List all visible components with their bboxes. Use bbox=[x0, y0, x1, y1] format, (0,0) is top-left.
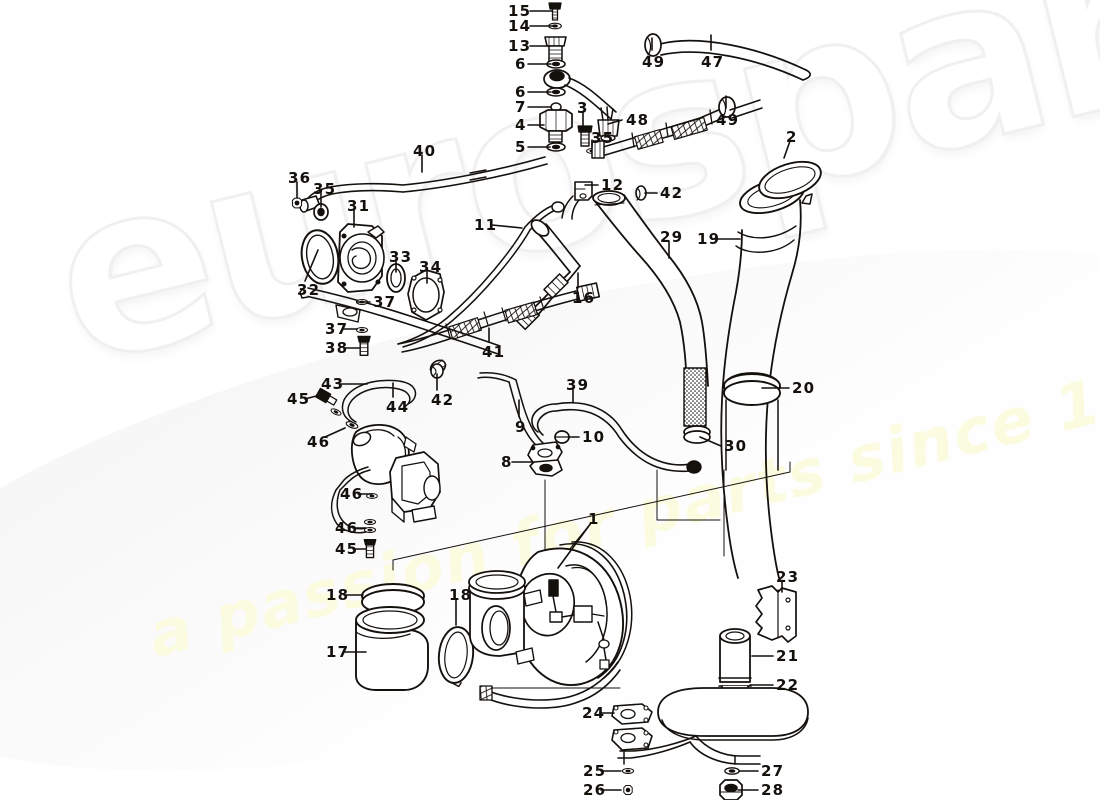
callout-label-6a: 6 bbox=[515, 55, 527, 73]
callout-label-39: 39 bbox=[566, 376, 590, 394]
callout-label-7: 7 bbox=[515, 98, 527, 116]
callout-label-13: 13 bbox=[508, 37, 532, 55]
leader-line-2 bbox=[783, 140, 791, 159]
callout-label-33: 33 bbox=[389, 248, 413, 266]
callout-label-47: 47 bbox=[701, 53, 725, 71]
callout-label-24: 24 bbox=[582, 704, 606, 722]
callout-label-35: 35 bbox=[591, 129, 615, 147]
callout-label-49b: 49 bbox=[716, 111, 740, 129]
callout-label-29: 29 bbox=[660, 228, 684, 246]
callout-label-8: 8 bbox=[501, 453, 513, 471]
callout-label-46b: 46 bbox=[340, 485, 364, 503]
callout-label-22: 22 bbox=[776, 676, 800, 694]
callout-label-1: 1 bbox=[588, 510, 600, 528]
callout-label-42b: 42 bbox=[431, 391, 455, 409]
callout-label-44: 44 bbox=[386, 398, 410, 416]
callout-label-14: 14 bbox=[508, 17, 532, 35]
callout-label-35b: 35 bbox=[313, 180, 337, 198]
callout-label-12: 12 bbox=[601, 176, 625, 194]
callout-label-5: 5 bbox=[515, 138, 527, 156]
callout-label-38: 38 bbox=[325, 339, 349, 357]
callout-label-16: 16 bbox=[572, 289, 596, 307]
callout-label-21: 21 bbox=[776, 647, 800, 665]
callout-label-28: 28 bbox=[761, 781, 785, 799]
callout-label-31: 31 bbox=[347, 197, 371, 215]
callout-label-17: 17 bbox=[326, 643, 350, 661]
callout-label-18b: 18 bbox=[449, 586, 473, 604]
callout-label-32: 32 bbox=[297, 281, 321, 299]
callout-label-4: 4 bbox=[515, 116, 527, 134]
callout-label-27: 27 bbox=[761, 762, 785, 780]
callout-label-49a: 49 bbox=[642, 53, 666, 71]
callout-label-23: 23 bbox=[776, 568, 800, 586]
callout-label-36: 36 bbox=[288, 169, 312, 187]
callout-label-48: 48 bbox=[626, 111, 650, 129]
callout-label-43: 43 bbox=[321, 375, 345, 393]
callout-label-6b: 6 bbox=[515, 83, 527, 101]
callout-label-26: 26 bbox=[583, 781, 607, 799]
callout-label-15: 15 bbox=[508, 2, 532, 20]
callout-label-37b: 37 bbox=[325, 320, 349, 338]
callout-label-19: 19 bbox=[697, 230, 721, 248]
callout-label-25: 25 bbox=[583, 762, 607, 780]
callout-label-11: 11 bbox=[474, 216, 498, 234]
leader-line-48 bbox=[607, 119, 623, 125]
callout-label-40: 40 bbox=[413, 142, 437, 160]
callout-label-45a: 45 bbox=[287, 390, 311, 408]
callout-label-46a: 46 bbox=[307, 433, 331, 451]
callout-label-2: 2 bbox=[786, 128, 798, 146]
callout-label-37a: 37 bbox=[373, 293, 397, 311]
callout-label-41: 41 bbox=[482, 343, 506, 361]
callout-label-9: 9 bbox=[515, 418, 527, 436]
callout-label-30: 30 bbox=[724, 437, 748, 455]
callout-label-10: 10 bbox=[582, 428, 606, 446]
callout-label-3: 3 bbox=[577, 99, 589, 117]
callout-label-18a: 18 bbox=[326, 586, 350, 604]
callout-label-46c: 46 bbox=[335, 519, 359, 537]
callout-label-20: 20 bbox=[792, 379, 816, 397]
callout-label-45b: 45 bbox=[335, 540, 359, 558]
callout-label-34: 34 bbox=[419, 258, 443, 276]
callout-label-42a: 42 bbox=[660, 184, 684, 202]
